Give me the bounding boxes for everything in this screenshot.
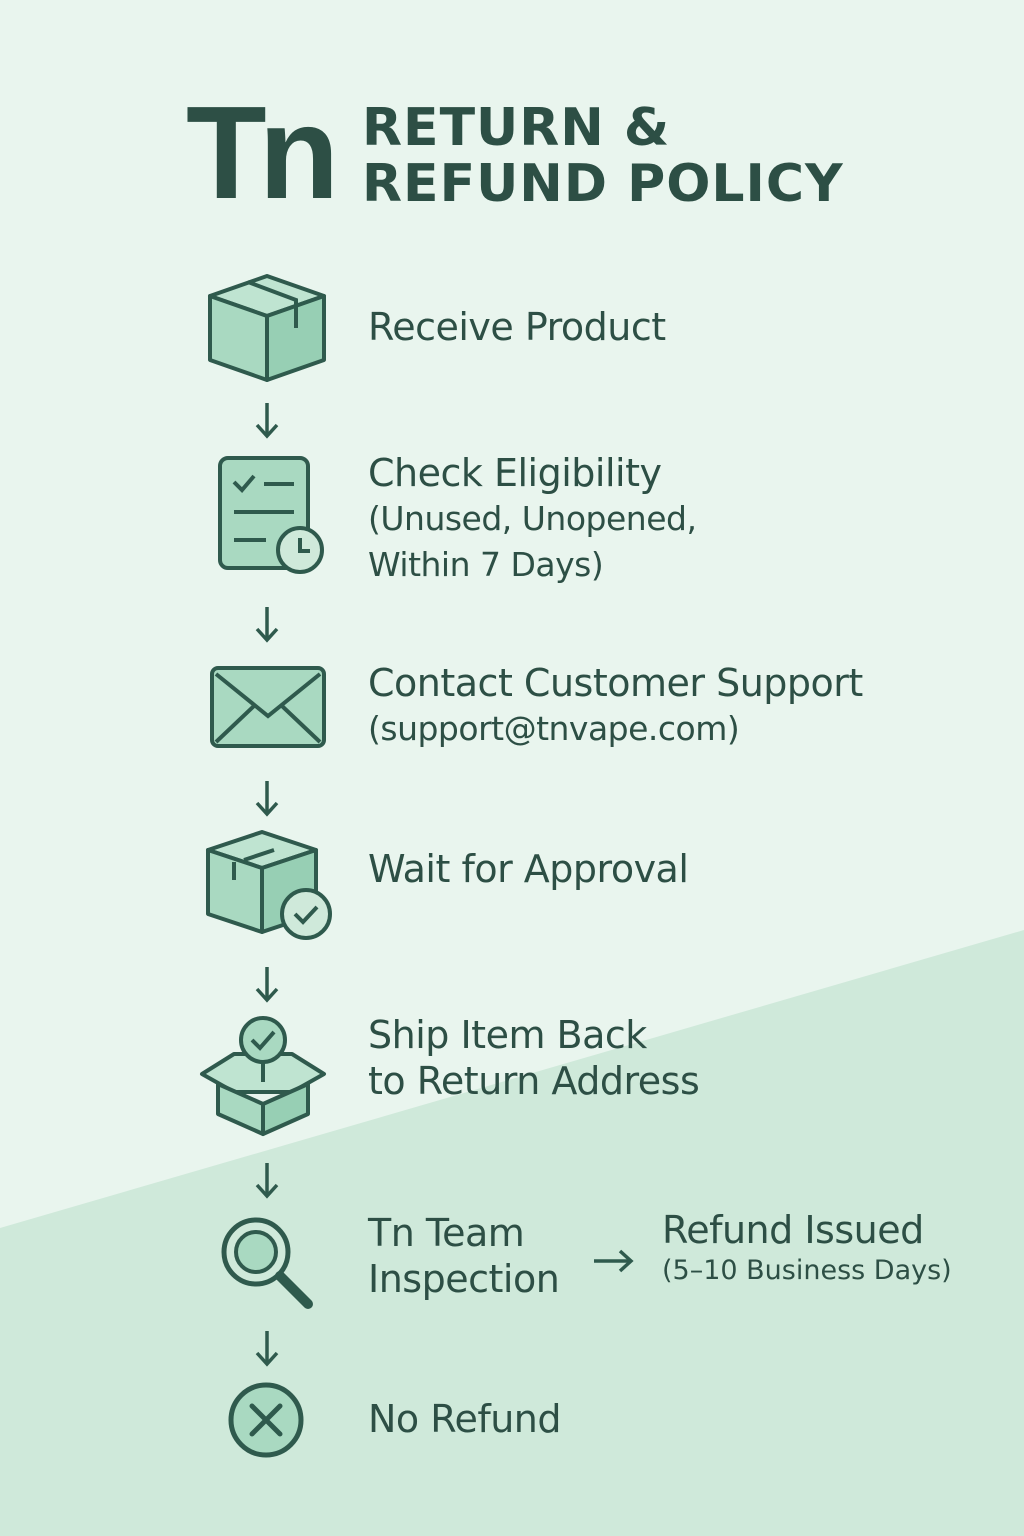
step-team-inspection: Tn Team Inspection [368, 1210, 560, 1302]
eligibility-detail-line-1: (Unused, Unopened, [368, 499, 697, 538]
page-title: RETURN & REFUND POLICY [362, 100, 844, 212]
step-check-eligibility-title: Check Eligibility [368, 451, 662, 495]
eligibility-detail-line-2: Within 7 Days) [368, 545, 604, 584]
ship-item-line-2: to Return Address [368, 1059, 700, 1103]
inspection-line-1: Tn Team [368, 1211, 525, 1255]
title-line-1: RETURN & [362, 98, 671, 158]
inspection-line-2: Inspection [368, 1257, 560, 1301]
refund-issued-label: Refund Issued [662, 1208, 924, 1252]
box-check-icon [204, 828, 336, 944]
x-circle-icon [226, 1380, 306, 1460]
step-no-refund: No Refund [368, 1397, 562, 1441]
box-icon [204, 272, 330, 386]
step-contact-support-title: Contact Customer Support [368, 661, 863, 705]
checklist-clock-icon [214, 454, 330, 578]
brand-logo: Tn [186, 79, 339, 226]
arrow-down-icon [252, 604, 282, 644]
step-receive-product: Receive Product [368, 305, 666, 349]
arrow-down-icon [252, 1160, 282, 1200]
support-email: (support@tnvape.com) [368, 709, 740, 748]
refund-timeline: (5–10 Business Days) [662, 1255, 952, 1286]
ship-item-line-1: Ship Item Back [368, 1013, 647, 1057]
magnifier-icon [218, 1214, 318, 1314]
step-contact-support: Contact Customer Support (support@tnvape… [368, 660, 863, 752]
arrow-down-icon [252, 400, 282, 440]
arrow-down-icon [252, 778, 282, 818]
step-check-eligibility: Check Eligibility (Unused, Unopened, Wit… [368, 450, 697, 588]
arrow-down-icon [252, 964, 282, 1004]
step-ship-item-back: Ship Item Back to Return Address [368, 1012, 700, 1104]
title-line-2: REFUND POLICY [362, 154, 844, 214]
arrow-right-icon [592, 1244, 636, 1278]
step-wait-approval: Wait for Approval [368, 847, 689, 891]
envelope-icon [208, 664, 328, 750]
open-box-check-icon [198, 1014, 328, 1138]
arrow-down-icon [252, 1328, 282, 1368]
outcome-refund-issued: Refund Issued (5–10 Business Days) [662, 1206, 952, 1288]
